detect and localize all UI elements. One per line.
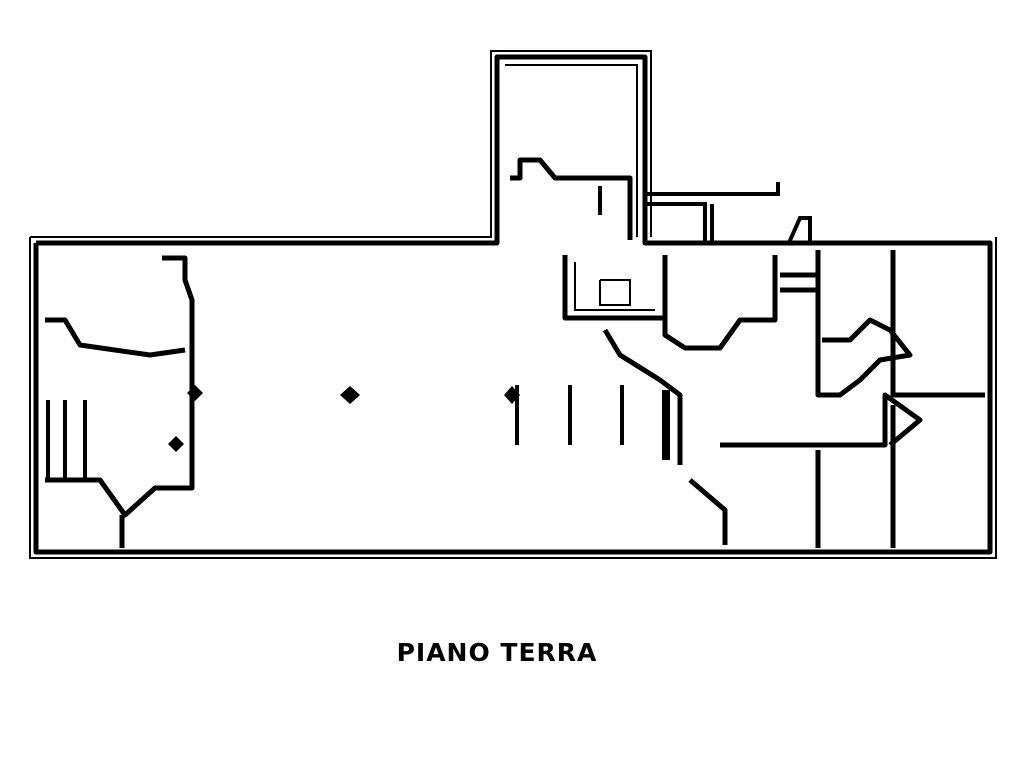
interior-walls [45, 157, 985, 548]
columns [168, 385, 670, 460]
exterior-walls [29, 50, 997, 559]
annex-walls [645, 182, 780, 243]
floor-title: PIANO TERRA [396, 638, 598, 667]
